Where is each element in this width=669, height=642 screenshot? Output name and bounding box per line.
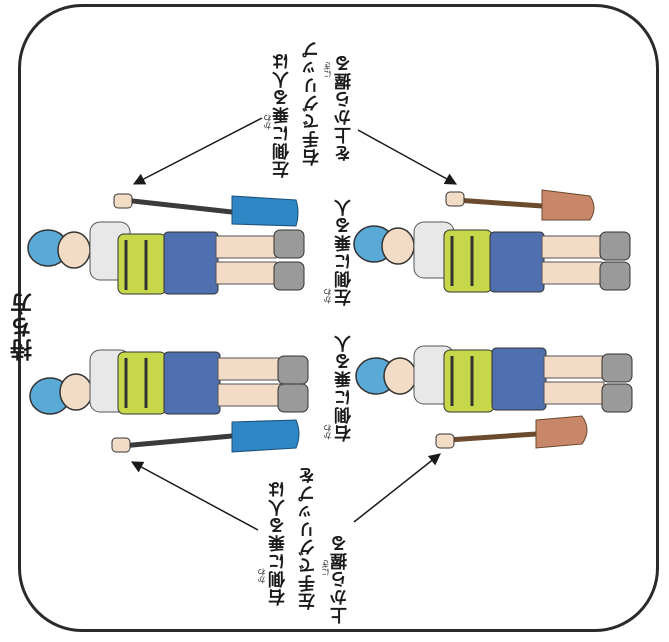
ruby-kawa-center-top: かわ [322,288,333,304]
instruction-right-side-line3: 上から握る [330,534,353,624]
instruction-left-side-line2: 右手でグリップ [302,40,325,166]
instruction-left-side-line1: 左側に乗る人は [272,52,295,178]
arrow-to-left-top-grip [134,118,262,184]
arrow-to-right-bottom-grip [354,454,440,522]
paddler-figure-right-bottom [356,346,632,448]
instruction-right-side-line2: 左手でグリップを [298,466,321,610]
label-left-side-rider: 左側に乗る人 [334,198,357,306]
paddler-figure-left-bottom [30,350,308,452]
ruby-nigi-top: にぎ [322,62,333,78]
label-right-side-rider: 右側に乗る人 [334,334,357,442]
paddler-figure-right-top [354,190,630,292]
arrow-to-right-top-grip [358,130,456,184]
ruby-nigi-bottom: にぎ [320,560,331,576]
instruction-left-side-line3: を上から握る [334,54,357,162]
ruby-kawa-center-bottom: かわ [322,424,333,440]
ruby-kawa-bottom: かわ [256,568,267,584]
instruction-right-side-line1: 右側に乗る人は [268,480,291,606]
ruby-kawa-top: かわ [262,114,273,130]
arrow-to-left-bottom-grip [132,462,258,530]
paddler-figure-left-top [28,194,304,294]
